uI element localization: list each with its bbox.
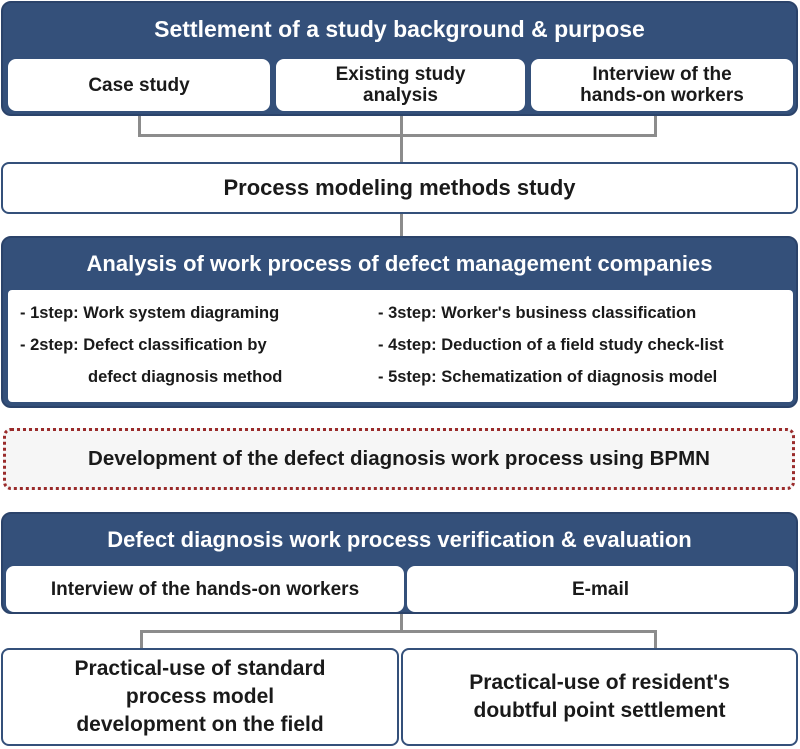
section-verification-evaluation: Defect diagnosis work process verificati… <box>1 512 798 614</box>
section-study-background: Settlement of a study background & purpo… <box>1 1 798 116</box>
steps-panel: - 1step: Work system diagraming - 2step:… <box>8 290 793 402</box>
connector-s1-item1 <box>138 108 141 136</box>
standard-model-usage-box: Practical-use of standard process model … <box>1 648 399 746</box>
connector-s6-right <box>654 630 657 650</box>
process-modeling-study-box: Process modeling methods study <box>1 162 798 214</box>
interview-workers-box: Interview of the hands-on workers <box>531 59 793 111</box>
connector-s5-split <box>400 612 403 632</box>
step-5: - 5step: Schematization of diagnosis mod… <box>378 368 718 386</box>
connector-s6-left <box>140 630 143 650</box>
section-study-background-title: Settlement of a study background & purpo… <box>154 15 645 42</box>
step-2: - 2step: Defect classification by <box>20 336 267 354</box>
step-1: - 1step: Work system diagraming <box>20 304 280 322</box>
section-work-process-analysis-title: Analysis of work process of defect manag… <box>86 251 713 276</box>
connector-s1-item3 <box>654 108 657 136</box>
case-study-box: Case study <box>8 59 270 111</box>
connector-s1-to-s2 <box>400 134 403 164</box>
step-4: - 4step: Deduction of a field study chec… <box>378 336 724 354</box>
section-verification-evaluation-title: Defect diagnosis work process verificati… <box>107 527 692 552</box>
connector-s2-to-s3 <box>400 212 403 238</box>
bpmn-development-box: Development of the defect diagnosis work… <box>3 428 795 490</box>
email-method-box: E-mail <box>407 566 794 612</box>
resident-doubt-usage-box: Practical-use of resident's doubtful poi… <box>401 648 798 746</box>
step-3: - 3step: Worker's business classificatio… <box>378 304 697 322</box>
interview-workers-method-box: Interview of the hands-on workers <box>6 566 404 612</box>
step-2-continued: defect diagnosis method <box>88 368 283 386</box>
connector-s1-item2 <box>400 108 403 136</box>
section-work-process-analysis: Analysis of work process of defect manag… <box>1 236 798 408</box>
connector-s5-bar <box>140 630 656 633</box>
connector-s1-bar <box>138 134 657 137</box>
existing-study-analysis-box: Existing study analysis <box>276 59 525 111</box>
